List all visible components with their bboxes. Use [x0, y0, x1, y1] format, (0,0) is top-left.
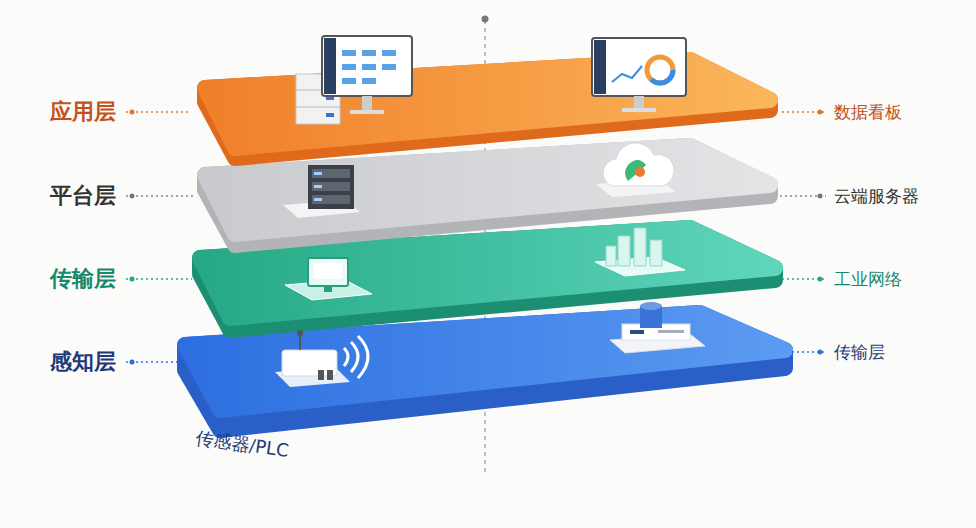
component-label: 传输层	[834, 342, 885, 362]
component-label: 云端服务器	[834, 186, 919, 206]
layer-name: 平台层	[50, 183, 116, 209]
layer-name: 传输层	[50, 266, 116, 292]
component-label: 工业网络	[834, 269, 902, 289]
layer-name: 应用层	[50, 99, 116, 125]
component-label: 数据看板	[834, 102, 902, 122]
layer-name: 感知层	[50, 349, 116, 375]
